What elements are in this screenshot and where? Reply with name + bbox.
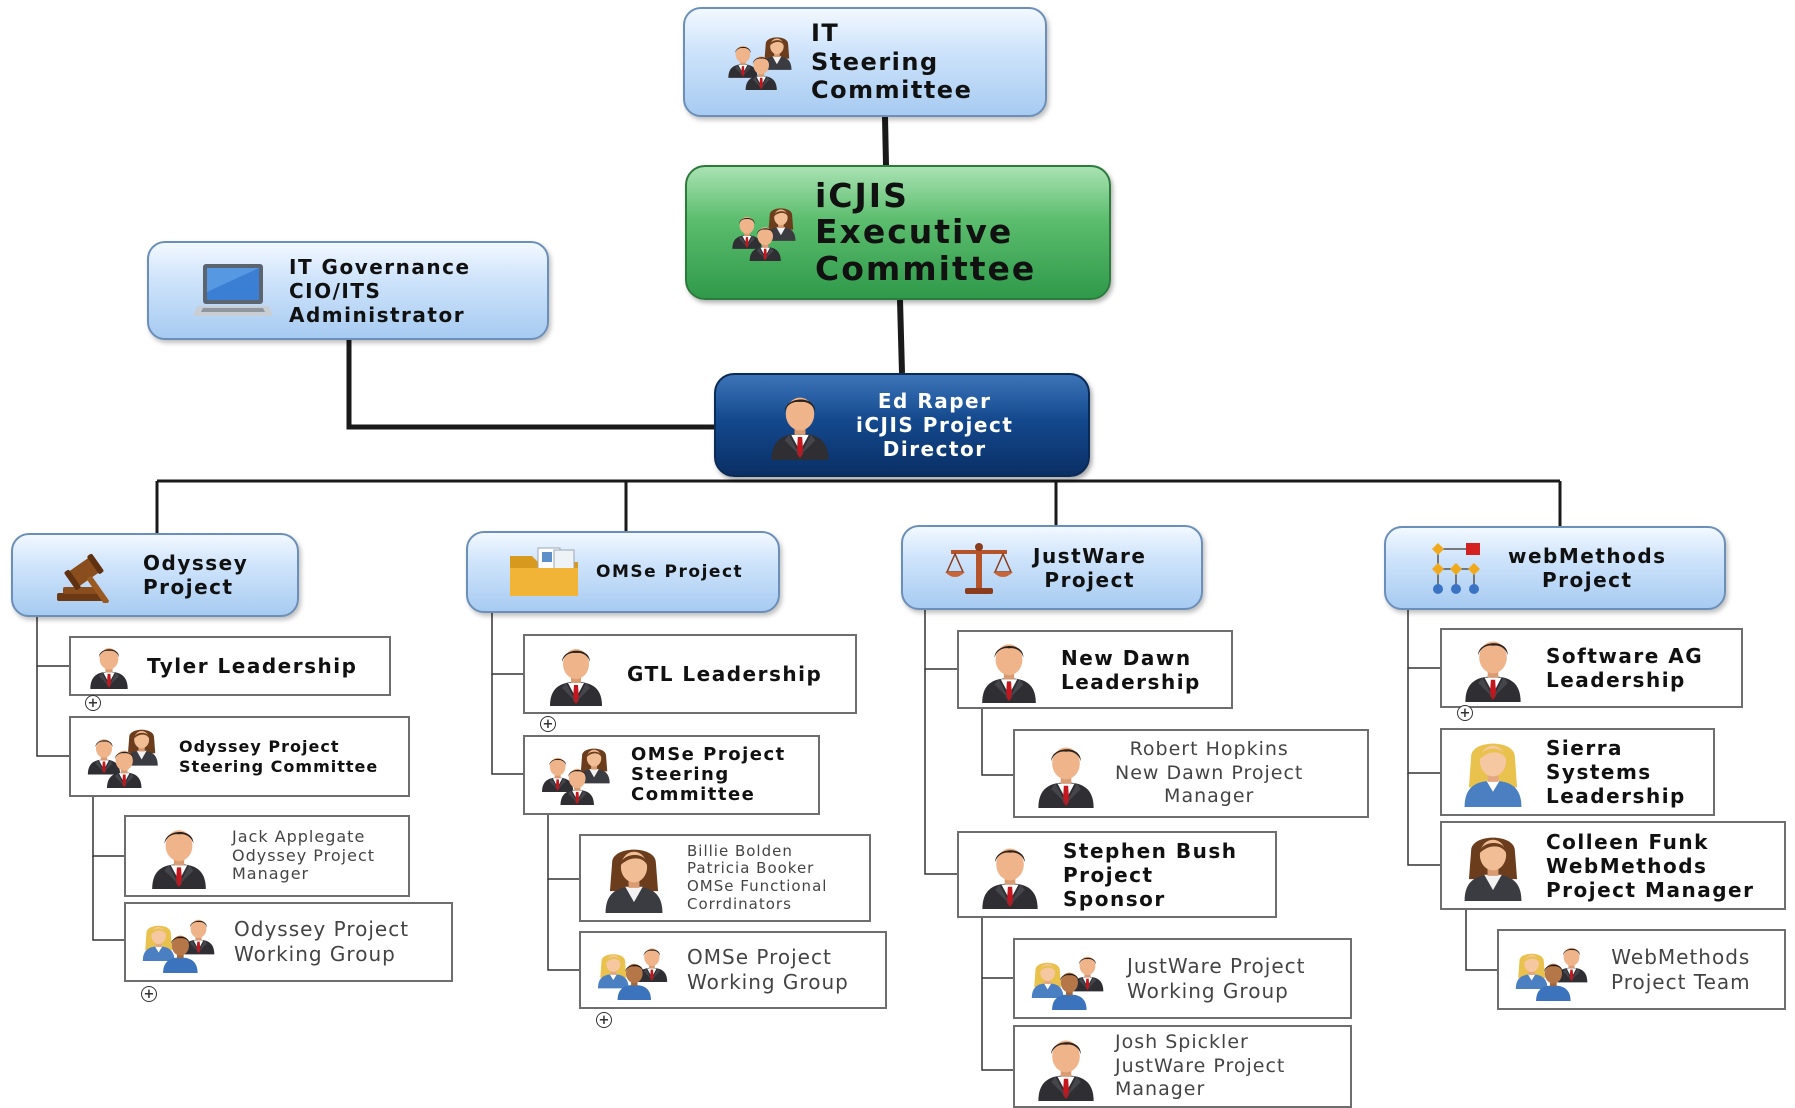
icjis-executive-committee-node[interactable]: iCJIS Executive Committee bbox=[685, 165, 1111, 300]
sierra-systems-leadership-label: Sierra Systems Leadership bbox=[1546, 736, 1686, 808]
webmethods-project-manager-node[interactable]: Colleen Funk WebMethods Project Manager bbox=[1440, 821, 1786, 910]
new-dawn-leadership-label: New Dawn Leadership bbox=[1061, 645, 1201, 694]
omse-project-label: OMSe Project bbox=[596, 561, 744, 582]
webmethods-project-node[interactable]: webMethods Project bbox=[1384, 526, 1726, 610]
omse-functional-coordinators-node[interactable]: Billie Bolden Patricia Booker OMSe Funct… bbox=[579, 834, 871, 922]
businessman-icon bbox=[1031, 740, 1101, 808]
omse-project-node[interactable]: OMSe Project bbox=[466, 531, 780, 613]
tyler-leadership-node[interactable]: Tyler Leadership bbox=[69, 636, 391, 696]
businessman-icon bbox=[975, 637, 1043, 703]
justware-project-label: JustWare Project bbox=[1033, 543, 1147, 592]
businessman-icon bbox=[1458, 634, 1528, 702]
omse-steering-committee-label: OMSe Project Steering Committee bbox=[631, 743, 786, 806]
odyssey-steering-committee-node[interactable]: Odyssey Project Steering Committee bbox=[69, 716, 410, 797]
businesswoman-icon bbox=[599, 843, 669, 913]
people-group-icon bbox=[537, 745, 617, 805]
laptop-icon bbox=[193, 262, 273, 320]
it-steering-committee-node[interactable]: IT Steering Committee bbox=[683, 7, 1047, 117]
team-icon bbox=[593, 940, 673, 1000]
team-icon bbox=[138, 911, 220, 973]
team-icon bbox=[1027, 948, 1109, 1010]
team-icon bbox=[1511, 939, 1593, 1001]
project-director-label: Ed Raper iCJIS Project Director bbox=[856, 389, 1014, 461]
webmethods-project-team-node[interactable]: WebMethods Project Team bbox=[1497, 929, 1786, 1010]
businesswoman-icon bbox=[1458, 831, 1528, 901]
omse-steering-committee-node[interactable]: OMSe Project Steering Committee bbox=[523, 735, 820, 815]
omse-functional-coordinators-label: Billie Bolden Patricia Booker OMSe Funct… bbox=[687, 841, 828, 913]
omse-working-group-node[interactable]: OMSe Project Working Group bbox=[579, 931, 887, 1009]
it-governance-node[interactable]: IT Governance CIO/ITS Administrator bbox=[147, 241, 549, 340]
icjis-executive-committee-label: iCJIS Executive Committee bbox=[815, 176, 1037, 288]
new-dawn-project-manager-label: Robert Hopkins New Dawn Project Manager bbox=[1115, 737, 1304, 808]
flowchart-icon bbox=[1424, 539, 1490, 597]
businessman-icon bbox=[144, 823, 214, 889]
odyssey-steering-committee-label: Odyssey Project Steering Committee bbox=[179, 737, 379, 776]
project-director-node[interactable]: Ed Raper iCJIS Project Director bbox=[714, 373, 1090, 477]
businessman-icon bbox=[975, 841, 1045, 909]
people-group-icon bbox=[83, 726, 165, 788]
odyssey-working-group-label: Odyssey Project Working Group bbox=[234, 917, 410, 966]
it-governance-label: IT Governance CIO/ITS Administrator bbox=[289, 254, 471, 327]
businessman-icon bbox=[543, 642, 609, 706]
businessman-icon bbox=[1031, 1033, 1101, 1101]
odyssey-project-manager-label: Jack Applegate Odyssey Project Manager bbox=[232, 827, 376, 884]
justware-working-group-node[interactable]: JustWare Project Working Group bbox=[1013, 938, 1352, 1019]
odyssey-project-node[interactable]: Odyssey Project bbox=[11, 533, 299, 617]
software-ag-leadership-node[interactable]: Software AG Leadership bbox=[1440, 628, 1743, 708]
tyler-leadership-label: Tyler Leadership bbox=[147, 654, 358, 678]
people-group-icon bbox=[729, 205, 801, 261]
omse-working-group-label: OMSe Project Working Group bbox=[687, 945, 849, 994]
webmethods-project-manager-label: Colleen Funk WebMethods Project Manager bbox=[1546, 829, 1755, 902]
sierra-systems-leadership-node[interactable]: Sierra Systems Leadership bbox=[1440, 728, 1715, 816]
expand-tyler-button[interactable]: + bbox=[85, 695, 101, 711]
businessman-icon bbox=[85, 643, 133, 689]
odyssey-project-manager-node[interactable]: Jack Applegate Odyssey Project Manager bbox=[124, 815, 410, 897]
odyssey-project-label: Odyssey Project bbox=[143, 551, 249, 599]
people-group-icon bbox=[725, 34, 797, 90]
justware-project-manager-label: Josh Spickler JustWare Project Manager bbox=[1115, 1030, 1286, 1101]
scales-icon bbox=[943, 540, 1015, 596]
project-sponsor-node[interactable]: Stephen Bush Project Sponsor bbox=[957, 831, 1277, 918]
webmethods-project-team-label: WebMethods Project Team bbox=[1611, 944, 1751, 994]
businessman-icon bbox=[764, 390, 836, 460]
project-sponsor-label: Stephen Bush Project Sponsor bbox=[1063, 838, 1238, 911]
folder-icon bbox=[508, 546, 580, 598]
businesswoman-icon bbox=[1458, 737, 1528, 807]
expand-gtl-button[interactable]: + bbox=[540, 716, 556, 732]
gavel-icon bbox=[49, 547, 125, 603]
new-dawn-leadership-node[interactable]: New Dawn Leadership bbox=[957, 630, 1233, 709]
it-steering-committee-label: IT Steering Committee bbox=[811, 18, 973, 105]
gtl-leadership-label: GTL Leadership bbox=[627, 662, 823, 686]
software-ag-leadership-label: Software AG Leadership bbox=[1546, 644, 1704, 692]
justware-project-node[interactable]: JustWare Project bbox=[901, 525, 1203, 610]
webmethods-project-label: webMethods Project bbox=[1508, 544, 1667, 592]
expand-software-ag-button[interactable]: + bbox=[1457, 705, 1473, 721]
justware-working-group-label: JustWare Project Working Group bbox=[1127, 953, 1306, 1003]
odyssey-working-group-node[interactable]: Odyssey Project Working Group bbox=[124, 902, 453, 982]
expand-omse-working-group-button[interactable]: + bbox=[596, 1012, 612, 1028]
gtl-leadership-node[interactable]: GTL Leadership bbox=[523, 634, 857, 714]
expand-odyssey-working-group-button[interactable]: + bbox=[141, 986, 157, 1002]
new-dawn-project-manager-node[interactable]: Robert Hopkins New Dawn Project Manager bbox=[1013, 729, 1369, 818]
justware-project-manager-node[interactable]: Josh Spickler JustWare Project Manager bbox=[1013, 1025, 1352, 1108]
